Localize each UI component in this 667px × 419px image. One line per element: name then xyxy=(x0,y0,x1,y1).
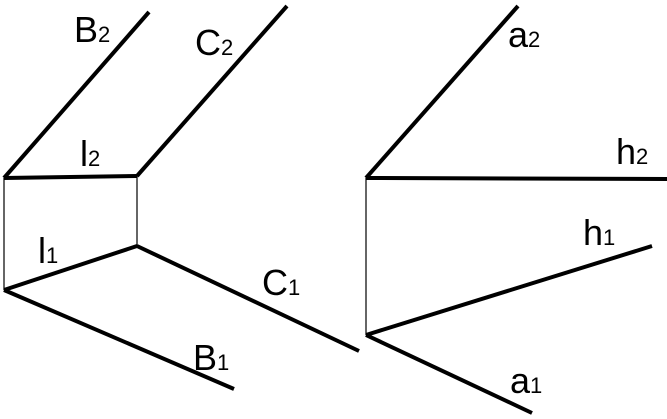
line-c1 xyxy=(136,244,360,353)
label-l1-main: l xyxy=(38,230,46,271)
label-l2: l2 xyxy=(80,133,100,174)
label-c2-sub: 2 xyxy=(221,35,233,60)
label-l1: l1 xyxy=(38,230,58,271)
line-b2 xyxy=(2,10,151,180)
label-b2: B2 xyxy=(74,9,110,50)
left-figure xyxy=(2,4,360,391)
label-b2-sub: 2 xyxy=(98,22,110,47)
label-c2: C2 xyxy=(195,22,233,63)
label-h2: h2 xyxy=(616,131,648,172)
label-l2-main: l xyxy=(80,133,88,174)
label-a1: a1 xyxy=(510,360,542,401)
label-c2-main: C xyxy=(195,22,221,63)
right-figure xyxy=(364,4,667,415)
line-c2 xyxy=(135,4,289,178)
label-h2-main: h xyxy=(616,131,636,172)
line-h2 xyxy=(365,176,667,181)
line-l1 xyxy=(3,244,138,292)
label-l1-sub: 1 xyxy=(46,243,58,268)
label-b2-main: B xyxy=(74,9,98,50)
label-c1-sub: 1 xyxy=(288,275,300,300)
line-a2 xyxy=(364,4,520,180)
label-h1-main: h xyxy=(583,212,603,253)
line-a1 xyxy=(365,333,533,415)
label-b1: B1 xyxy=(193,337,229,378)
label-a2-main: a xyxy=(508,14,529,55)
label-a1-sub: 1 xyxy=(530,373,542,398)
label-b1-sub: 1 xyxy=(217,350,229,375)
label-a2: a2 xyxy=(508,14,540,55)
label-c1: C1 xyxy=(262,262,300,303)
label-a1-main: a xyxy=(510,360,531,401)
labels: B2 C2 l2 l1 C1 B1 a2 h2 h1 a1 xyxy=(38,9,648,401)
label-a2-sub: 2 xyxy=(528,27,540,52)
label-h1: h1 xyxy=(583,212,615,253)
label-c1-main: C xyxy=(262,262,288,303)
label-b1-main: B xyxy=(193,337,217,378)
label-h2-sub: 2 xyxy=(636,144,648,169)
line-l2 xyxy=(3,174,138,180)
label-l2-sub: 2 xyxy=(88,146,100,171)
label-h1-sub: 1 xyxy=(603,225,615,250)
line-b1 xyxy=(3,288,235,391)
line-h1 xyxy=(365,244,653,337)
